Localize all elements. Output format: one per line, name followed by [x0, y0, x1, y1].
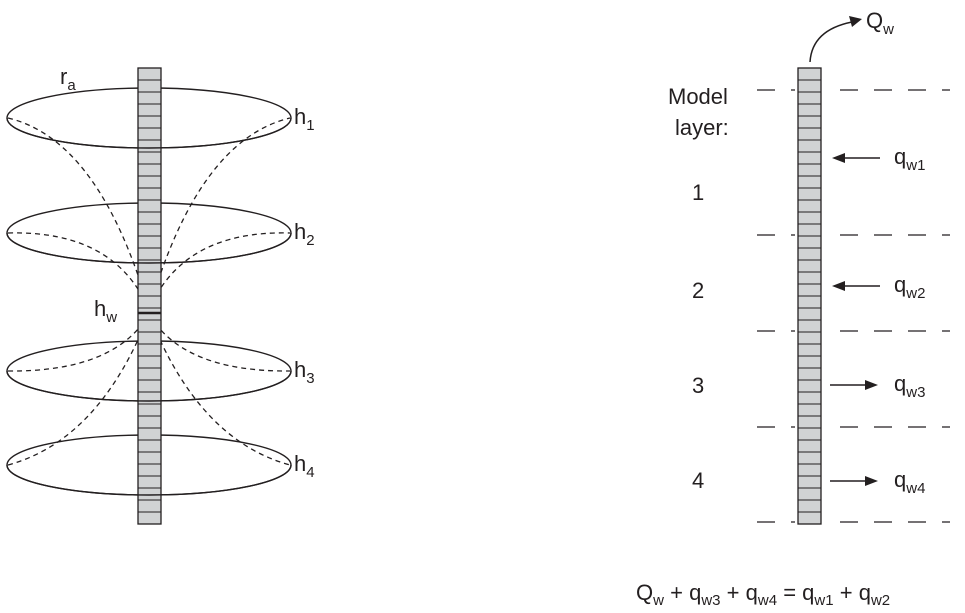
discharge-arrow [809, 16, 862, 63]
discharge-label: Qw [866, 8, 894, 38]
radius-label: ra [60, 64, 76, 94]
head-label-h4: h4 [294, 451, 315, 481]
layer-number-1: 1 [692, 180, 704, 205]
well-head-label: hw [94, 296, 117, 326]
flux-label-qw1: qw1 [894, 144, 925, 174]
head-label-h1: h1 [294, 104, 315, 134]
cone-curve-h1 [7, 117, 291, 313]
left-panel: ra h1 h2 h3 h4 hw [6, 64, 315, 525]
flux-arrows [830, 153, 880, 486]
flux-label-qw3: qw3 [894, 371, 925, 401]
right-panel: Qw Model layer: 1 2 3 4 qw1 qw2 qw3 qw4 … [636, 8, 950, 609]
mass-balance-equation: Qw + qw3 + qw4 = qw1 + qw2 [636, 580, 890, 609]
layer-number-3: 3 [692, 373, 704, 398]
model-layer-title-line2: layer: [675, 115, 729, 140]
layer-number-4: 4 [692, 468, 704, 493]
layer-boundaries [757, 89, 950, 523]
head-label-h2: h2 [294, 219, 315, 249]
flux-label-qw4: qw4 [894, 467, 925, 497]
model-layer-title-line1: Model [668, 84, 728, 109]
layer-number-2: 2 [692, 278, 704, 303]
ellipse-front-arcs [6, 117, 292, 496]
flux-label-qw2: qw2 [894, 272, 925, 302]
cone-curve-h4 [7, 312, 291, 466]
head-label-h3: h3 [294, 357, 315, 387]
left-well-screen [137, 67, 162, 525]
right-well-screen [797, 67, 822, 525]
